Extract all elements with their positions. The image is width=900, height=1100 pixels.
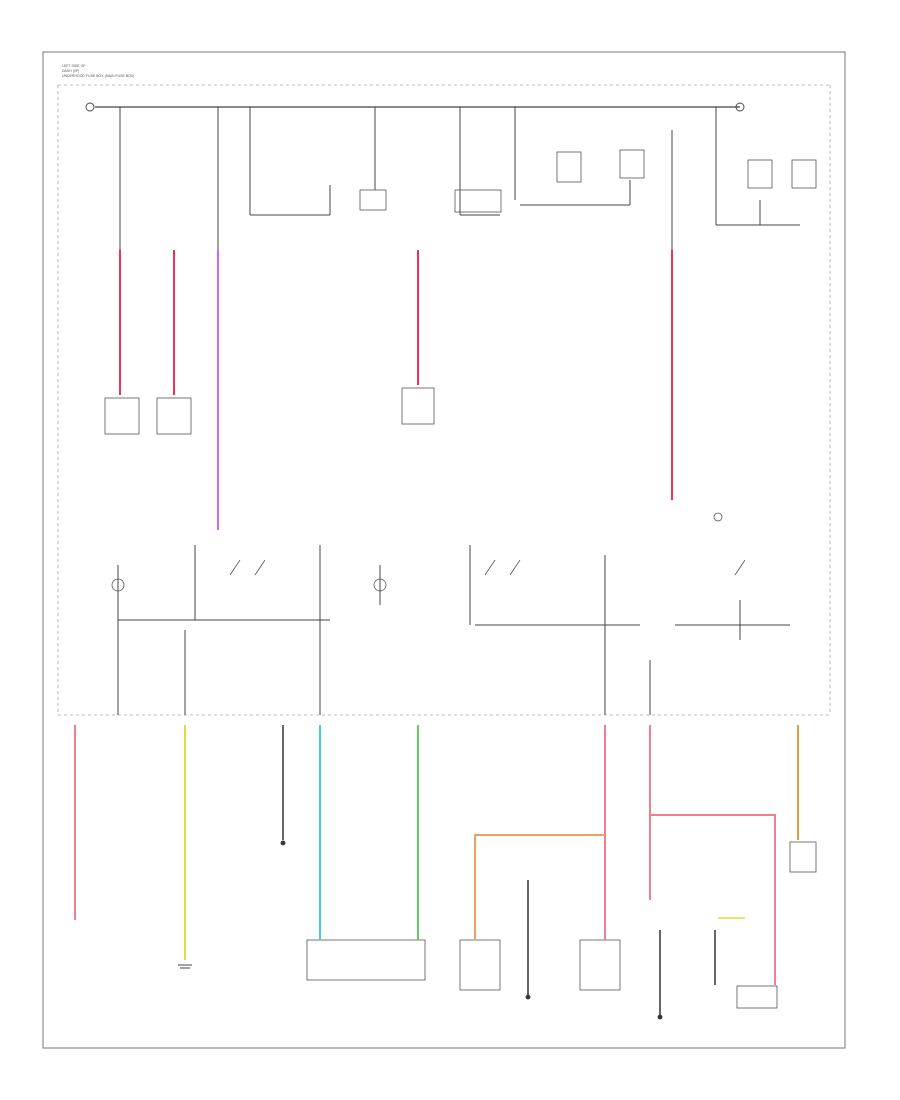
header-line-3: UNDERHOOD FUSE BOX (MAIN FUSE BOX) <box>62 74 135 78</box>
ground-symbols <box>178 840 663 1020</box>
bus-terminal-left <box>85 102 95 112</box>
header-line-1: LEFT SIDE OF <box>62 64 86 68</box>
bus-branches <box>119 107 800 250</box>
header-line-2: DASH (I/P) <box>62 69 80 73</box>
relay-switches <box>111 512 746 592</box>
wire-pink-loop <box>650 814 776 985</box>
fuse-relay-symbols <box>104 149 817 1009</box>
internal-wiring <box>117 545 790 715</box>
bus-terminal-right <box>735 102 745 112</box>
page-frame <box>42 51 846 1049</box>
wire-orange <box>474 834 605 940</box>
